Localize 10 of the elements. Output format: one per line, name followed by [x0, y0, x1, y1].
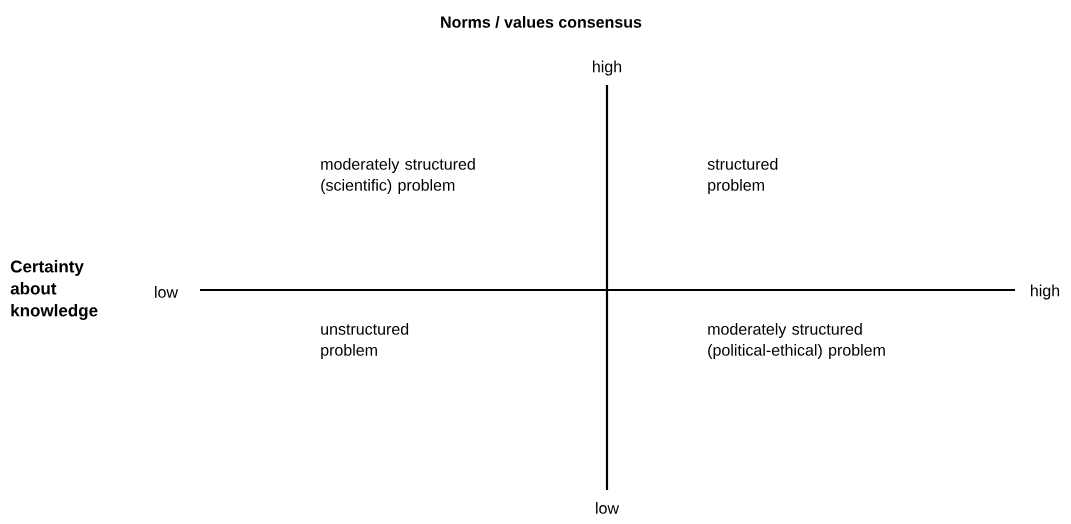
- axis-title: Certainty about knowledge: [10, 260, 98, 320]
- axis-end-label: high: [1031, 284, 1060, 300]
- quadrant-label: structured problem: [707, 158, 778, 194]
- quadrant-label: moderately structured (political-ethical) problem: [708, 323, 885, 359]
- quadrant-label: unstructured problem: [321, 323, 409, 359]
- axis-end-label: low: [155, 286, 179, 298]
- axis-end-label: low: [596, 502, 620, 514]
- axis-title: Norms / values consensus: [441, 16, 642, 28]
- quadrant-label: moderately structured (scientific) problem: [321, 158, 475, 194]
- axis-end-label: high: [593, 60, 622, 76]
